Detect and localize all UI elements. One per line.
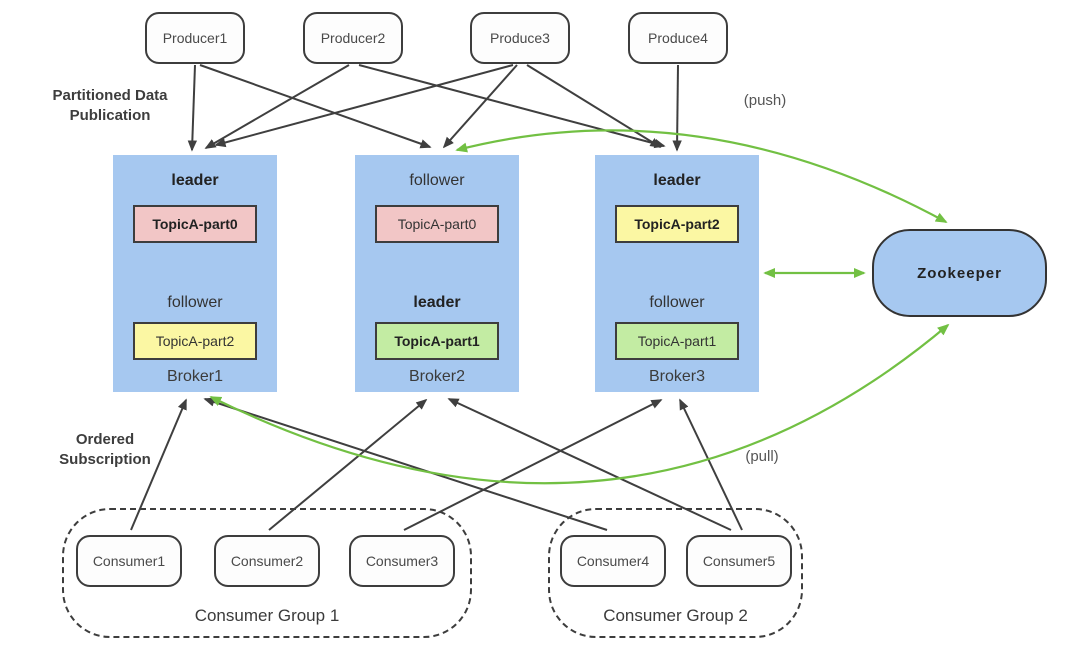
publication-line2: Publication: [69, 107, 151, 124]
consumer2-label: Consumer2: [230, 553, 304, 569]
edge-producer1-to-broker1: [187, 64, 198, 152]
broker2-name: Broker2: [408, 368, 466, 385]
broker2-node: follower TopicA-part0 leader TopicA-part…: [355, 155, 519, 392]
broker2-bottom-partition: TopicA-part1: [375, 322, 499, 360]
broker1-bottom-role: follower: [167, 294, 223, 311]
broker2-bottom-role: leader: [413, 294, 461, 311]
edge-produce3-to-broker1: [214, 64, 514, 148]
pull-label: (pull): [745, 448, 779, 465]
broker3-bottom-partition: TopicA-part1: [615, 322, 739, 360]
edge-produce3-to-broker2: [442, 64, 518, 149]
edge-consumer4-to-broker1: [203, 397, 608, 531]
produce4-node: Produce4: [628, 12, 728, 64]
broker1-name: Broker1: [166, 368, 224, 385]
publication-line1: Partitioned Data: [52, 87, 168, 104]
produce3-label: Produce3: [490, 30, 550, 46]
consumer-group1-label: Consumer Group 1: [194, 606, 340, 625]
push-label: (push): [743, 92, 787, 109]
consumer3-node: Consumer3: [349, 535, 455, 587]
produce3-node: Produce3: [470, 12, 570, 64]
broker1-bottom-partition: TopicA-part2: [133, 322, 257, 360]
subscription-line2: Subscription: [59, 451, 151, 468]
edge-produce3-to-broker3: [526, 64, 662, 148]
consumer3-label: Consumer3: [365, 553, 439, 569]
broker3-top-partition: TopicA-part2: [615, 205, 739, 243]
broker3-name: Broker3: [648, 368, 706, 385]
consumer4-node: Consumer4: [560, 535, 666, 587]
zookeeper-label: Zookeeper: [917, 264, 1002, 282]
edge-producer1-to-broker2: [199, 64, 432, 149]
broker3-bottom-role: follower: [649, 294, 705, 311]
broker3-node: leader TopicA-part2 follower TopicA-part…: [595, 155, 759, 392]
edge-produce4-to-broker3: [672, 64, 682, 152]
broker1-top-role: leader: [171, 172, 219, 189]
producer2-node: Producer2: [303, 12, 403, 64]
edge-broker2-to-zookeeper-push: [455, 129, 948, 223]
broker2-top-partition: TopicA-part0: [375, 205, 499, 243]
consumer1-node: Consumer1: [76, 535, 182, 587]
zookeeper-node: Zookeeper: [872, 229, 1047, 317]
broker2-top-role: follower: [409, 172, 465, 189]
producer1-label: Producer1: [162, 30, 228, 46]
consumer1-label: Consumer1: [92, 553, 166, 569]
broker1-top-partition: TopicA-part0: [133, 205, 257, 243]
produce4-label: Produce4: [648, 30, 708, 46]
producer1-node: Producer1: [145, 12, 245, 64]
edge-producer2-to-broker3: [358, 64, 666, 149]
edge-consumer3-to-broker3: [403, 399, 663, 531]
consumer-group2: Consumer4 Consumer5 Consumer Group 2: [548, 508, 803, 638]
partitioned-data-publication-label: Partitioned Data Publication: [30, 86, 190, 126]
edge-broker1-to-zookeeper-pull: [209, 323, 950, 485]
consumer4-label: Consumer4: [576, 553, 650, 569]
consumer5-label: Consumer5: [702, 553, 776, 569]
consumer-group2-label: Consumer Group 2: [603, 606, 748, 625]
producer2-label: Producer2: [320, 30, 386, 46]
consumer5-node: Consumer5: [686, 535, 792, 587]
subscription-line1: Ordered: [75, 431, 135, 448]
edge-producer2-to-broker1: [204, 64, 350, 149]
broker1-node: leader TopicA-part0 follower TopicA-part…: [113, 155, 277, 392]
consumer-group1: Consumer1 Consumer2 Consumer3 Consumer G…: [62, 508, 472, 638]
consumer2-node: Consumer2: [214, 535, 320, 587]
ordered-subscription-label: Ordered Subscription: [40, 430, 170, 470]
broker3-top-role: leader: [653, 172, 701, 189]
